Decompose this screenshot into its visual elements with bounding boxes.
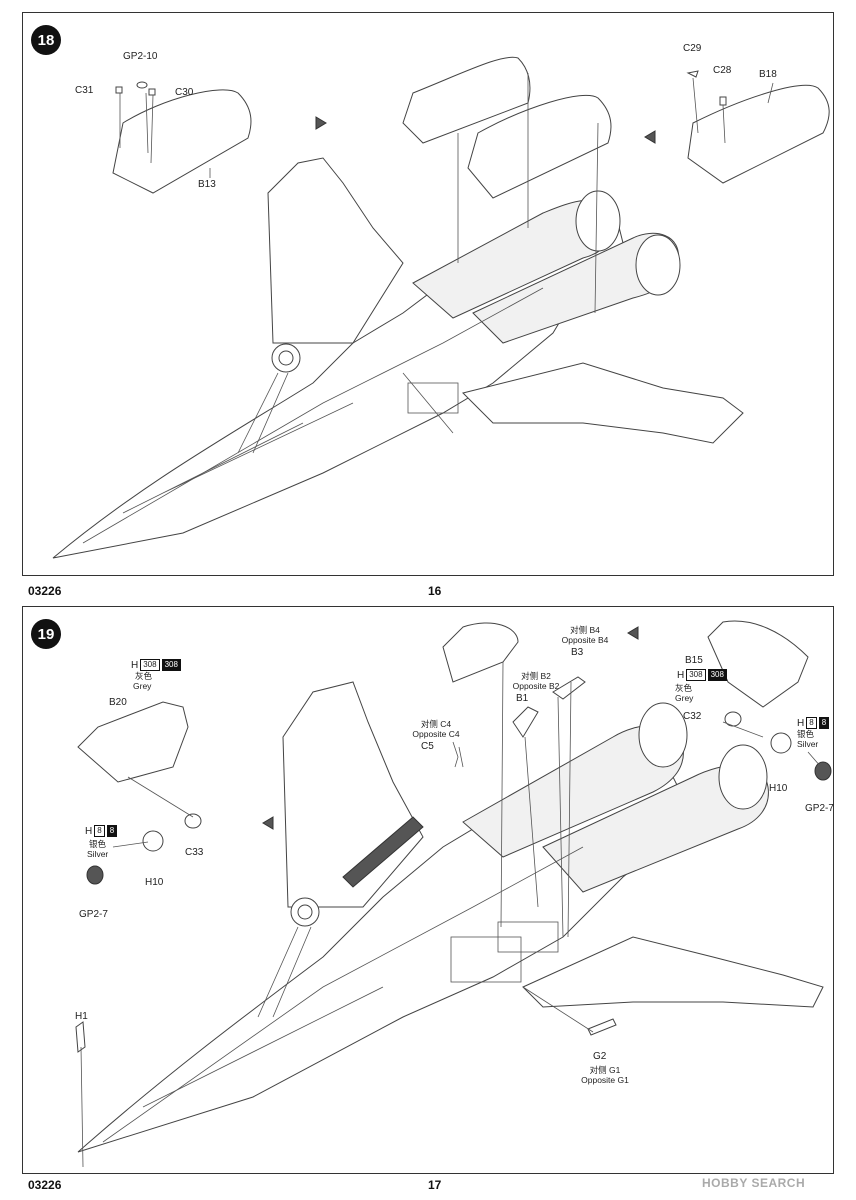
label-opp-b4: Opposite B4 xyxy=(561,635,609,645)
label-silver: Silver xyxy=(87,849,109,859)
label-b3: B3 xyxy=(571,647,584,658)
label-b20: B20 xyxy=(109,697,127,708)
paint-code-acrylic: 308 xyxy=(707,669,727,681)
paint-code-gloss: 8 xyxy=(94,825,105,837)
label-gp2-7: GP2-7 xyxy=(79,909,108,920)
paint-code-acrylic: 8 xyxy=(106,825,118,837)
kit-number: 03226 xyxy=(28,1178,62,1192)
step-19-panel: 19 H 308 308 灰色 Grey B20 H 8 8 银色 Silver… xyxy=(22,606,834,1174)
label-opp-g1: Opposite G1 xyxy=(581,1075,629,1085)
label-h10: H10 xyxy=(145,877,164,888)
step-18-panel: 18 GP2-10 C31 C30 B13 C29 C28 B18 xyxy=(22,12,834,576)
label-c32: C32 xyxy=(683,711,702,722)
paint-letter: H xyxy=(131,659,139,671)
watermark: HOBBY SEARCH xyxy=(702,1176,806,1190)
label-c28: C28 xyxy=(713,65,732,76)
paint-letter: H xyxy=(797,717,805,729)
label-gp2-7: GP2-7 xyxy=(805,803,834,814)
paint-code-gloss: 308 xyxy=(686,669,706,681)
label-h1: H1 xyxy=(75,1011,88,1022)
paint-callout-grey: H 308 308 xyxy=(131,659,181,671)
paint-letter: H xyxy=(85,825,93,837)
paint-callout-silver: H 8 8 xyxy=(797,717,830,729)
step-number: 19 xyxy=(31,619,61,649)
label-gp2-10: GP2-10 xyxy=(123,51,158,62)
label-grey: Grey xyxy=(133,681,152,691)
label-c30: C30 xyxy=(175,87,194,98)
step-18-drawing xyxy=(52,56,830,559)
label-c31: C31 xyxy=(75,85,94,96)
label-opp-b4-cn: 对侧 B4 xyxy=(570,625,600,635)
label-grey-cn: 灰色 xyxy=(135,671,153,681)
paint-code-gloss: 8 xyxy=(806,717,817,729)
paint-letter: H xyxy=(677,669,685,681)
label-opp-b2-cn: 对侧 B2 xyxy=(521,671,551,681)
label-grey-cn: 灰色 xyxy=(675,683,693,693)
label-g2: G2 xyxy=(593,1051,607,1062)
label-b13: B13 xyxy=(198,179,216,190)
label-silver: Silver xyxy=(797,739,819,749)
label-opp-c4-cn: 对侧 C4 xyxy=(420,719,452,729)
kit-number: 03226 xyxy=(28,584,62,598)
label-opp-g1-cn: 对侧 G1 xyxy=(589,1065,621,1075)
label-opp-c4: Opposite C4 xyxy=(412,729,460,739)
label-b1: B1 xyxy=(516,693,529,704)
page-number: 17 xyxy=(428,1178,442,1192)
label-b15: B15 xyxy=(685,655,703,666)
paint-code-gloss: 308 xyxy=(140,659,160,671)
label-silver-cn: 银色 xyxy=(797,729,815,739)
paint-code-acrylic: 8 xyxy=(818,717,830,729)
label-opp-b2: Opposite B2 xyxy=(512,681,560,691)
label-silver-cn: 银色 xyxy=(89,839,107,849)
label-grey: Grey xyxy=(675,693,694,703)
label-c33: C33 xyxy=(185,847,204,858)
paint-code-acrylic: 308 xyxy=(161,659,181,671)
label-c29: C29 xyxy=(683,43,702,54)
step-19-drawing xyxy=(75,620,832,1168)
step-number: 18 xyxy=(31,25,61,55)
paint-callout-silver: H 8 8 xyxy=(85,825,118,837)
label-h10: H10 xyxy=(769,783,788,794)
label-c5: C5 xyxy=(421,741,434,752)
label-b18: B18 xyxy=(759,69,777,80)
page-number: 16 xyxy=(428,584,442,598)
paint-callout-grey: H 308 308 xyxy=(677,669,727,681)
